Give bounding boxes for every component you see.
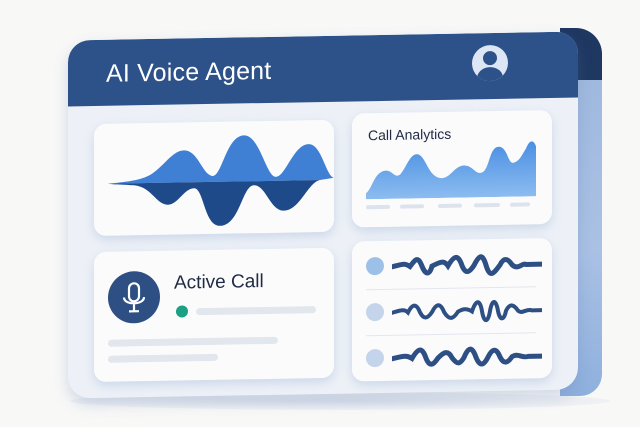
waveform-icon bbox=[392, 346, 542, 367]
recording-status-dot bbox=[366, 256, 384, 276]
recording-item[interactable] bbox=[366, 336, 544, 379]
waveform-icon bbox=[392, 254, 542, 276]
waveform-icon bbox=[392, 300, 542, 323]
recording-status-dot bbox=[366, 348, 384, 368]
recordings-list-card bbox=[352, 238, 552, 382]
audio-waveform-icon bbox=[108, 135, 334, 226]
app-header: AI Voice Agent bbox=[68, 31, 578, 107]
recording-status-dot bbox=[366, 302, 384, 322]
microphone-icon[interactable] bbox=[108, 270, 160, 324]
call-detail-line-1 bbox=[108, 336, 278, 347]
chart-axis-labels bbox=[366, 202, 536, 210]
floor-shadow bbox=[70, 392, 610, 410]
list-divider bbox=[366, 332, 536, 337]
list-divider bbox=[366, 286, 536, 291]
user-avatar-icon[interactable] bbox=[472, 44, 508, 82]
recording-item[interactable] bbox=[366, 290, 544, 333]
app-title: AI Voice Agent bbox=[106, 56, 272, 88]
status-indicator-dot bbox=[176, 305, 188, 318]
recording-item[interactable] bbox=[366, 244, 544, 287]
app-window: AI Voice Agent Call Analytics bbox=[68, 31, 578, 399]
call-analytics-card[interactable]: Call Analytics bbox=[352, 110, 552, 228]
call-detail-line-2 bbox=[108, 353, 218, 363]
active-call-title: Active Call bbox=[174, 271, 264, 294]
active-call-card[interactable]: Active Call bbox=[94, 247, 334, 382]
analytics-area-chart bbox=[366, 141, 536, 200]
analytics-title: Call Analytics bbox=[368, 125, 452, 144]
voice-waveform-card bbox=[94, 119, 334, 236]
caller-info-placeholder bbox=[196, 306, 316, 316]
